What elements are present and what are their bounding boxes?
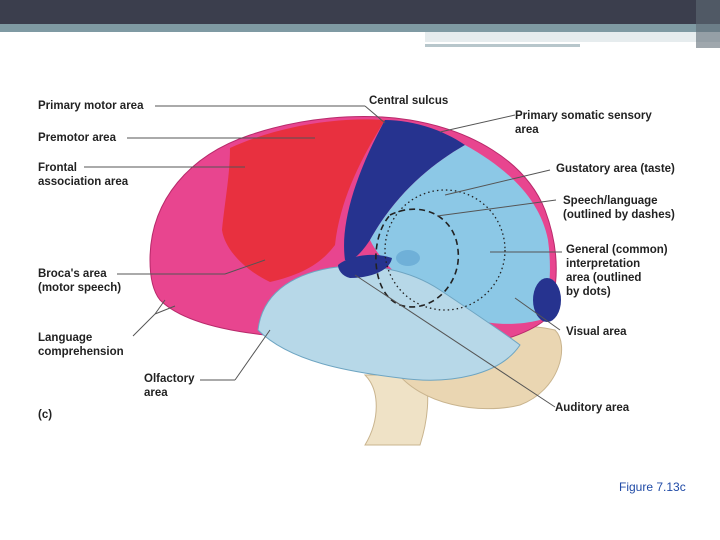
figure-caption: Figure 7.13c <box>619 480 686 494</box>
label-olfactory-area: Olfactory area <box>144 372 195 400</box>
panel-label: (c) <box>38 408 52 422</box>
label-language-comprehension: Language comprehension <box>38 331 124 359</box>
label-speech-language: Speech/language (outlined by dashes) <box>563 194 675 222</box>
label-gustatory-area: Gustatory area (taste) <box>556 162 675 176</box>
label-brocas-area: Broca's area (motor speech) <box>38 267 121 295</box>
label-central-sulcus: Central sulcus <box>369 94 448 108</box>
label-premotor-area: Premotor area <box>38 131 116 145</box>
label-visual-area: Visual area <box>566 325 627 339</box>
label-frontal-association: Frontal association area <box>38 161 128 189</box>
label-general-interpretation: General (common) interpretation area (ou… <box>566 243 668 299</box>
label-primary-motor-area: Primary motor area <box>38 99 143 113</box>
visual-area <box>533 278 561 322</box>
label-primary-somatic-sensory: Primary somatic sensory area <box>515 109 652 137</box>
label-auditory-area: Auditory area <box>555 401 629 415</box>
speech-small-area <box>396 250 420 266</box>
